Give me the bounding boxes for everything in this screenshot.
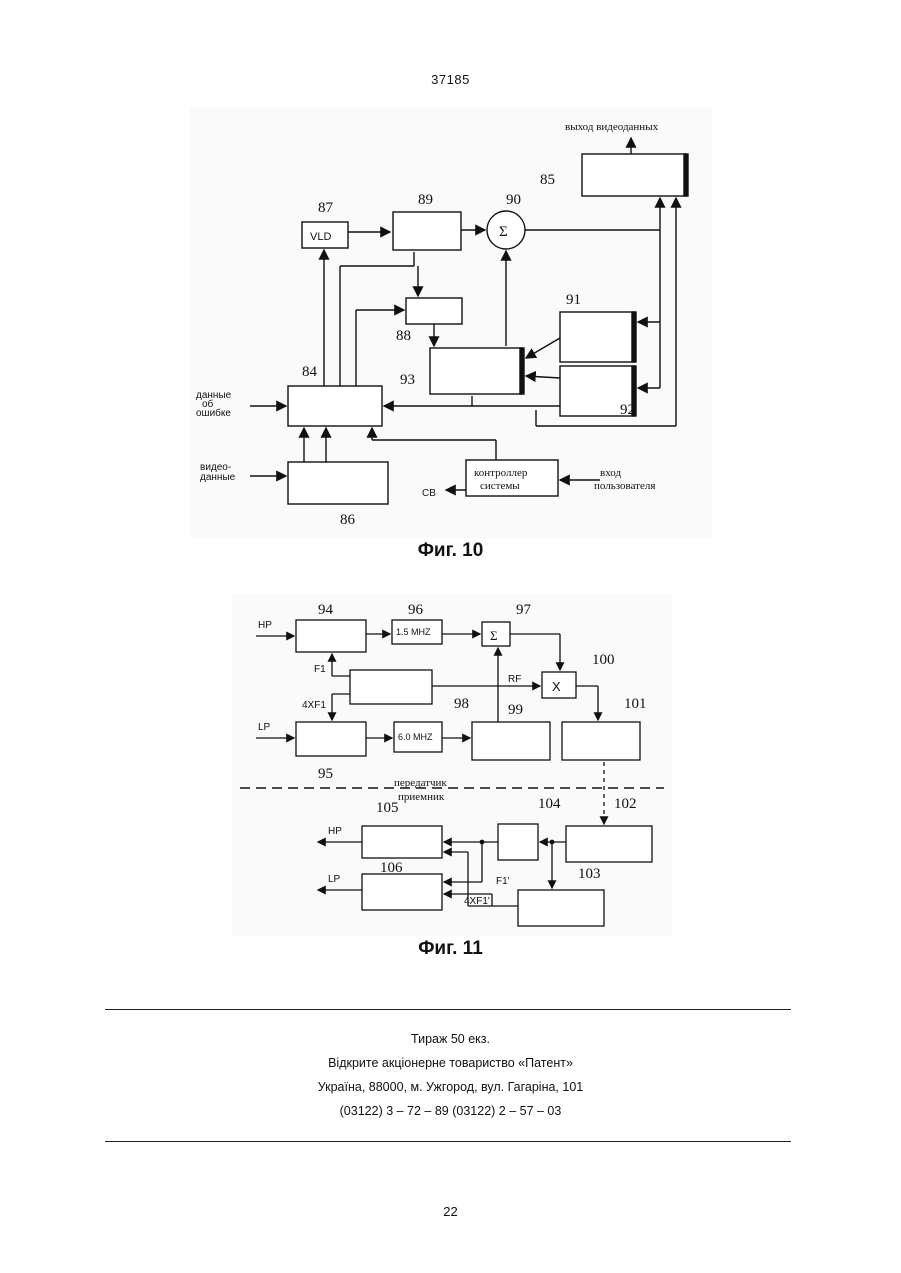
fig10-label-video-out: выход видеоданных: [565, 121, 659, 133]
fig11-label-sigma: Σ: [490, 628, 498, 643]
block-93: [430, 348, 522, 394]
fig10-num-89: 89: [418, 192, 433, 208]
block-oscillator: [350, 670, 432, 704]
block-103: [518, 890, 604, 926]
fig11-num-105: 105: [376, 800, 399, 816]
block-91: [560, 312, 634, 362]
fig10-label-user-in-1: вход: [600, 467, 621, 479]
fig11-label-receiver: приемник: [398, 791, 445, 803]
fig11-label-1-5mhz: 1.5 MHZ: [396, 627, 431, 637]
fig10-num-86: 86: [340, 512, 356, 528]
fig10-num-93: 93: [400, 372, 415, 388]
fig10-num-92: 92: [620, 402, 635, 418]
fig11-label-rf: RF: [508, 674, 521, 685]
fig10-label-ctrl-1: контроллер: [474, 467, 528, 479]
block-85: [582, 154, 686, 196]
fig11-num-96: 96: [408, 602, 424, 618]
fig10-num-90: 90: [506, 192, 521, 208]
block-84: [288, 386, 382, 426]
figure-10-diagram: выход видеоданных VLD Σ данные об ошибке…: [190, 108, 712, 538]
block-94: [296, 620, 366, 652]
fig10-label-user-in-2: пользователя: [594, 480, 655, 492]
block-102: [566, 826, 652, 862]
fig10-num-84: 84: [302, 364, 318, 380]
figure-11-caption: Фиг. 11: [0, 938, 901, 960]
publisher-address: Україна, 88000, м. Ужгород, вул. Гагарін…: [0, 1080, 901, 1094]
fig11-num-98: 98: [454, 696, 469, 712]
fig10-label-video-in-2: данные: [200, 472, 236, 483]
block-88: [406, 298, 462, 324]
publisher-name: Відкрите акціонерне товариство «Патент»: [0, 1056, 901, 1070]
fig11-label-mult: X: [552, 679, 561, 694]
block-89: [393, 212, 461, 250]
publisher-phones: (03122) 3 – 72 – 89 (03122) 2 – 57 – 03: [0, 1104, 901, 1118]
figure-11-diagram: HP LP HP LP F1 4XF1 RF 1.5 MHZ 6.0 MHZ Σ…: [232, 594, 672, 936]
fig11-label-4xf1-prime: 4XF1': [464, 896, 490, 907]
fig10-label-sigma: Σ: [499, 224, 508, 240]
fig11-label-6-0mhz: 6.0 MHZ: [398, 732, 433, 742]
fig11-label-transmitter: передатчик: [394, 777, 447, 789]
block-99: [472, 722, 550, 760]
block-104: [498, 824, 538, 860]
footer-top-rule: [105, 1009, 791, 1010]
fig11-num-102: 102: [614, 796, 637, 812]
fig11-num-94: 94: [318, 602, 334, 618]
block-95: [296, 722, 366, 756]
fig11-num-95: 95: [318, 766, 333, 782]
fig11-label-lp-out: LP: [328, 874, 341, 885]
publisher-circulation: Тираж 50 екз.: [0, 1032, 901, 1046]
block-105: [362, 826, 442, 858]
fig11-num-106: 106: [380, 860, 403, 876]
fig11-num-101: 101: [624, 696, 647, 712]
block-101: [562, 722, 640, 760]
fig10-num-87: 87: [318, 200, 334, 216]
fig11-label-f1: F1: [314, 664, 326, 675]
fig11-label-lp-in: LP: [258, 722, 271, 733]
fig11-num-97: 97: [516, 602, 532, 618]
fig11-label-hp-in: HP: [258, 620, 272, 631]
page-header-number: 37185: [0, 72, 901, 87]
page-number: 22: [0, 1204, 901, 1219]
fig10-label-vld: VLD: [310, 231, 331, 243]
block-106: [362, 874, 442, 910]
fig11-num-99: 99: [508, 702, 523, 718]
fig10-num-88: 88: [396, 328, 411, 344]
fig11-num-100: 100: [592, 652, 615, 668]
fig11-num-104: 104: [538, 796, 561, 812]
fig10-label-error-in-3: ошибке: [196, 407, 231, 419]
fig11-label-f1-prime: F1': [496, 876, 510, 887]
fig10-num-85: 85: [540, 172, 555, 188]
fig11-num-103: 103: [578, 866, 601, 882]
fig11-label-hp-out: HP: [328, 826, 342, 837]
block-86: [288, 462, 388, 504]
footer-bottom-rule: [105, 1141, 791, 1142]
fig11-label-4xf1: 4XF1: [302, 700, 326, 711]
fig10-label-cb: СВ: [422, 488, 436, 499]
fig10-num-91: 91: [566, 292, 581, 308]
fig10-label-ctrl-2: системы: [480, 480, 520, 492]
figure-10-caption: Фиг. 10: [0, 540, 901, 562]
